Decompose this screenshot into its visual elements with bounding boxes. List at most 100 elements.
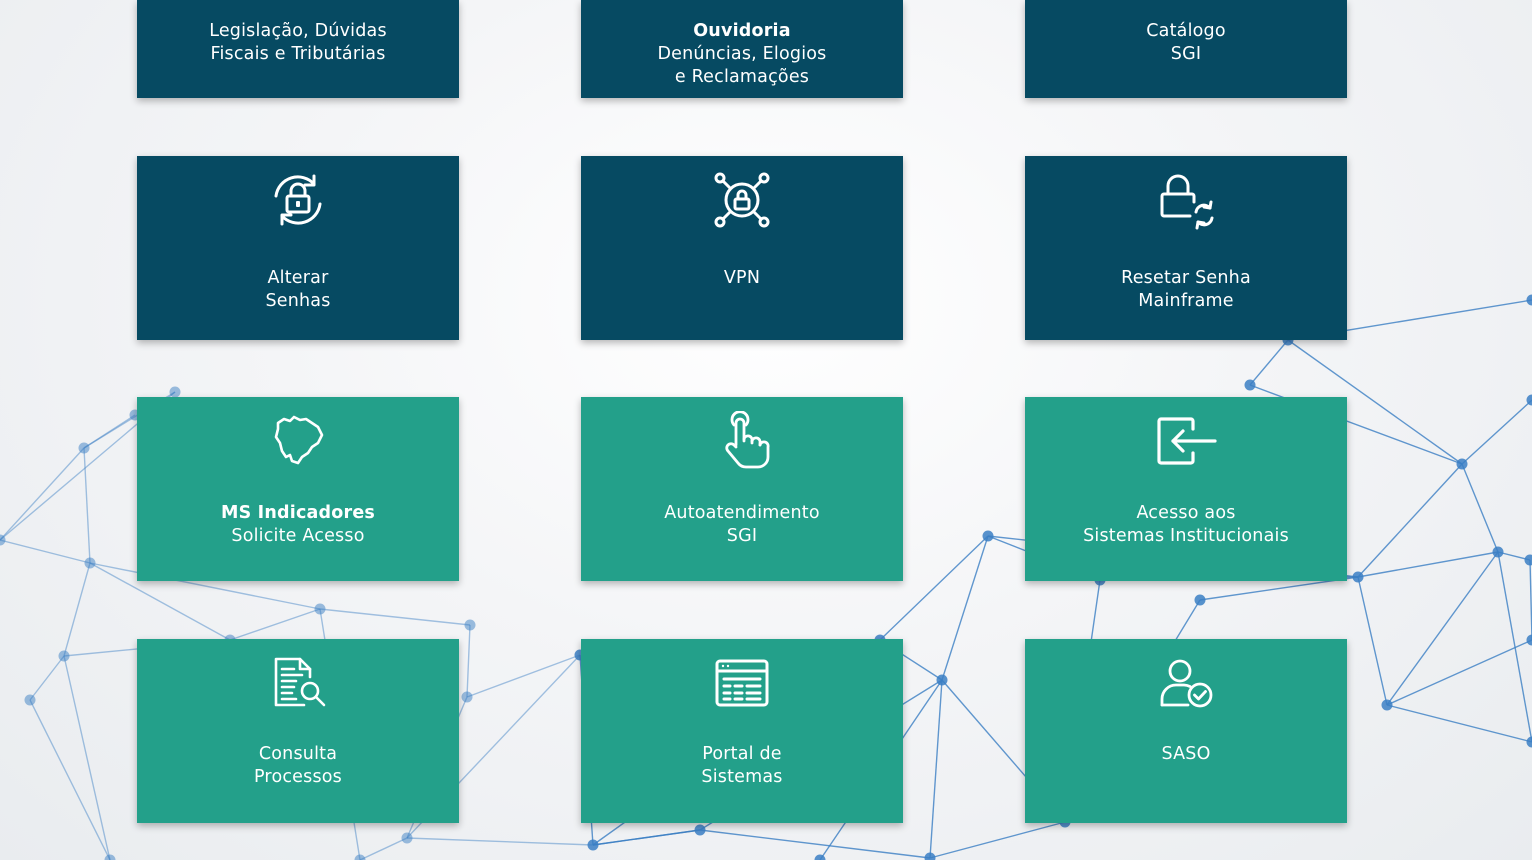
network-node [936, 674, 948, 686]
tile-alterar-senhas[interactable]: Alterar Senhas [137, 156, 459, 340]
network-node [694, 824, 706, 836]
network-line [1386, 704, 1532, 743]
network-node [1526, 736, 1532, 748]
tile-ms-indicadores[interactable]: MS Indicadores Solicite Acesso [137, 397, 459, 581]
tile-label-line: Portal de [702, 744, 782, 764]
tile-label-line: Senhas [265, 291, 331, 311]
network-line [63, 562, 91, 657]
network-line [1497, 551, 1532, 743]
tile-label-line: Sistemas Institucionais [1083, 526, 1289, 546]
network-node [464, 619, 476, 631]
network-line [1287, 339, 1463, 465]
tile-label-line: Alterar [267, 268, 329, 288]
network-node [58, 650, 70, 662]
network-line [89, 562, 321, 610]
network-line [406, 837, 594, 846]
tile-catalogo[interactable]: Catálogo SGI [1025, 0, 1347, 98]
tile-label-line: Processos [253, 767, 342, 787]
network-line [1461, 463, 1499, 553]
network-line [1357, 463, 1463, 578]
tile-saso[interactable]: SASO [1025, 639, 1347, 823]
tile-label: Legislação, Dúvidas Fiscais e Tributária… [137, 20, 459, 66]
hand-pointer-icon [712, 411, 772, 471]
tile-label-title: Ouvidoria [693, 21, 791, 41]
network-node [169, 386, 181, 398]
network-line [1357, 576, 1388, 706]
tile-label: Autoatendimento SGI [581, 502, 903, 548]
network-line [929, 679, 943, 859]
tile-label: VPN [581, 267, 903, 290]
network-node [814, 854, 826, 860]
tile-label-line: SGI [1170, 44, 1202, 64]
network-node [1492, 546, 1504, 558]
network-line [29, 655, 65, 701]
network-line [929, 821, 1066, 859]
network-node [401, 832, 413, 844]
tile-portal-sistemas[interactable]: Portal de Sistemas [581, 639, 903, 823]
network-node [1524, 554, 1532, 566]
network-line [1249, 339, 1289, 386]
tile-vpn[interactable]: VPN [581, 156, 903, 340]
network-node [1526, 294, 1532, 306]
network-node [1456, 458, 1468, 470]
tile-label-line: Autoatendimento [664, 503, 820, 523]
network-node [314, 603, 326, 615]
tile-label-line: Legislação, Dúvidas [209, 21, 387, 41]
network-line [0, 447, 85, 541]
network-line [941, 535, 989, 681]
tile-ouvidoria[interactable]: Ouvidoria Denúncias, Elogios e Reclamaçõ… [581, 0, 903, 98]
network-line [466, 624, 471, 698]
network-node [461, 691, 473, 703]
tile-label-line: VPN [723, 268, 761, 288]
tile-consulta-processos[interactable]: Consulta Processos [137, 639, 459, 823]
tile-label: MS Indicadores Solicite Acesso [137, 502, 459, 548]
tile-label-line: Resetar Senha [1121, 268, 1251, 288]
network-node [0, 534, 6, 546]
tile-label: Resetar Senha Mainframe [1025, 267, 1347, 313]
tile-label: Catálogo SGI [1025, 20, 1347, 66]
tile-autoatendimento[interactable]: Autoatendimento SGI [581, 397, 903, 581]
network-line [592, 829, 701, 846]
network-line [0, 539, 91, 564]
network-node [1381, 699, 1393, 711]
tile-label: Alterar Senhas [137, 267, 459, 313]
network-line [83, 447, 91, 564]
network-lock-icon [712, 170, 772, 230]
network-line [879, 535, 989, 641]
tile-resetar-senha[interactable]: Resetar Senha Mainframe [1025, 156, 1347, 340]
tile-label-line: Consulta [258, 744, 338, 764]
network-node [354, 854, 366, 860]
network-line [466, 654, 581, 698]
network-line [29, 699, 111, 860]
network-node [1526, 394, 1532, 406]
network-line [359, 837, 408, 860]
tile-label-line: Denúncias, Elogios [657, 44, 827, 64]
network-node [104, 854, 116, 860]
network-node [78, 442, 90, 454]
tile-label: SASO [1025, 743, 1347, 766]
network-line [1386, 639, 1532, 706]
browser-window-icon [712, 653, 772, 713]
tile-acesso-sistemas[interactable]: Acesso aos Sistemas Institucionais [1025, 397, 1347, 581]
lock-reset-icon [1156, 170, 1216, 230]
tile-label-line: Acesso aos [1136, 503, 1236, 523]
network-node [1194, 594, 1206, 606]
tile-label: Portal de Sistemas [581, 743, 903, 789]
tile-legislacao[interactable]: Legislação, Dúvidas Fiscais e Tributária… [137, 0, 459, 98]
tile-label: Acesso aos Sistemas Institucionais [1025, 502, 1347, 548]
lock-refresh-icon [268, 170, 328, 230]
tile-label-line: SASO [1161, 744, 1211, 764]
network-line [63, 655, 111, 860]
tile-label-line: SGI [726, 526, 758, 546]
network-line [1386, 551, 1499, 706]
network-node [1526, 634, 1532, 646]
network-line [1357, 551, 1499, 578]
document-search-icon [268, 653, 328, 713]
network-node [84, 557, 96, 569]
tile-label-line: Solicite Acesso [231, 526, 365, 546]
network-line [89, 562, 231, 641]
network-line [319, 608, 471, 626]
network-node [587, 839, 599, 851]
network-line [83, 414, 136, 449]
tile-label: Consulta Processos [137, 743, 459, 789]
